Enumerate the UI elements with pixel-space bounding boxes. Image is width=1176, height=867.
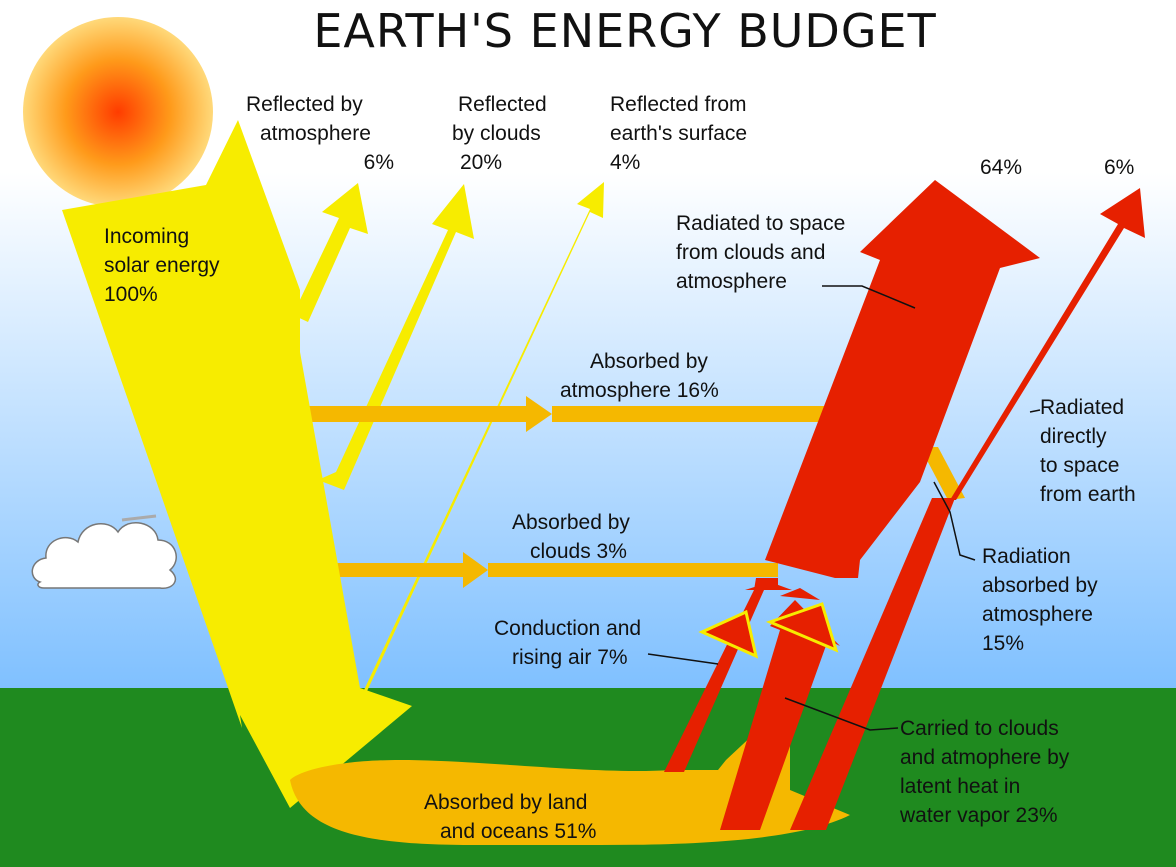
svg-text:atmosphere: atmosphere	[982, 603, 1093, 626]
svg-text:and atmophere by: and atmophere by	[900, 746, 1070, 769]
label-absorbed-clouds: Absorbed by clouds 3%	[512, 511, 630, 563]
label-radiation-absorbed: Radiation absorbed by atmosphere 15%	[982, 545, 1098, 655]
label-reflected-atmosphere: Reflected by atmosphere 6%	[246, 93, 394, 174]
absorbed-clouds-arrow	[322, 552, 778, 588]
page-title: EARTH'S ENERGY BUDGET	[313, 4, 936, 58]
label-absorbed-atmosphere: Absorbed by atmosphere 16%	[560, 350, 719, 402]
label-radiated-direct-pct: 6%	[1104, 156, 1134, 179]
label-incoming: Incoming solar energy 100%	[104, 225, 220, 306]
svg-text:atmosphere: atmosphere	[676, 270, 787, 293]
radiated-clouds-arrow	[765, 180, 1040, 578]
label-conduction: Conduction and rising air 7%	[494, 617, 641, 669]
svg-text:Carried to clouds: Carried to clouds	[900, 717, 1059, 740]
latent-heat-arrows	[664, 498, 955, 830]
svg-text:by clouds: by clouds	[452, 122, 541, 145]
sun-icon	[23, 17, 213, 207]
svg-text:Reflected by: Reflected by	[246, 93, 363, 116]
svg-text:latent heat in: latent heat in	[900, 775, 1020, 798]
label-radiated-clouds: Radiated to space from clouds and atmosp…	[676, 212, 845, 293]
cloud-icon	[31, 514, 177, 589]
radiation-absorbed-band	[920, 447, 965, 500]
svg-text:Radiated: Radiated	[1040, 396, 1124, 419]
reflected-atmosphere-arrow	[293, 183, 368, 322]
svg-text:clouds 3%: clouds 3%	[530, 540, 627, 563]
svg-text:Incoming: Incoming	[104, 225, 189, 248]
svg-text:from earth: from earth	[1040, 483, 1136, 506]
svg-text:6%: 6%	[364, 151, 394, 174]
leader-lines	[647, 285, 1041, 731]
svg-text:Radiation: Radiation	[982, 545, 1071, 568]
svg-text:to space: to space	[1040, 454, 1119, 477]
svg-text:solar energy: solar energy	[104, 254, 220, 277]
svg-text:4%: 4%	[610, 151, 640, 174]
svg-text:Absorbed by: Absorbed by	[512, 511, 630, 534]
label-radiated-direct: Radiated directly to space from earth	[1040, 396, 1136, 506]
incoming-solar-arrow	[62, 120, 412, 808]
svg-text:Reflected from: Reflected from	[610, 93, 747, 116]
absorbed-land-band	[290, 700, 850, 845]
svg-text:20%: 20%	[460, 151, 502, 174]
radiated-direct-arrow	[932, 188, 1145, 500]
svg-text:atmosphere 16%: atmosphere 16%	[560, 379, 719, 402]
svg-text:rising air 7%: rising air 7%	[512, 646, 628, 669]
svg-text:earth's surface: earth's surface	[610, 122, 747, 145]
label-reflected-clouds: Reflected by clouds 20%	[452, 93, 547, 174]
svg-text:100%: 100%	[104, 283, 158, 306]
label-radiated-clouds-pct: 64%	[980, 156, 1022, 179]
reflected-clouds-arrow	[318, 184, 474, 490]
absorbed-atmosphere-arrow	[305, 396, 837, 432]
svg-text:atmosphere: atmosphere	[260, 122, 371, 145]
reflected-surface-arrow	[352, 182, 604, 704]
svg-text:15%: 15%	[982, 632, 1024, 655]
svg-text:water vapor 23%: water vapor 23%	[899, 804, 1058, 827]
svg-text:Conduction and: Conduction and	[494, 617, 641, 640]
label-latent-heat: Carried to clouds and atmophere by laten…	[899, 717, 1070, 827]
svg-text:directly: directly	[1040, 425, 1107, 448]
svg-text:from clouds and: from clouds and	[676, 241, 825, 264]
label-absorbed-land: Absorbed by land and oceans 51%	[424, 791, 596, 843]
svg-text:Absorbed by: Absorbed by	[590, 350, 708, 373]
svg-text:Reflected: Reflected	[458, 93, 547, 116]
svg-text:and oceans 51%: and oceans 51%	[440, 820, 596, 843]
svg-text:absorbed by: absorbed by	[982, 574, 1098, 597]
label-reflected-surface: Reflected from earth's surface 4%	[610, 93, 747, 174]
svg-text:Radiated to space: Radiated to space	[676, 212, 845, 235]
svg-text:Absorbed by land: Absorbed by land	[424, 791, 587, 814]
